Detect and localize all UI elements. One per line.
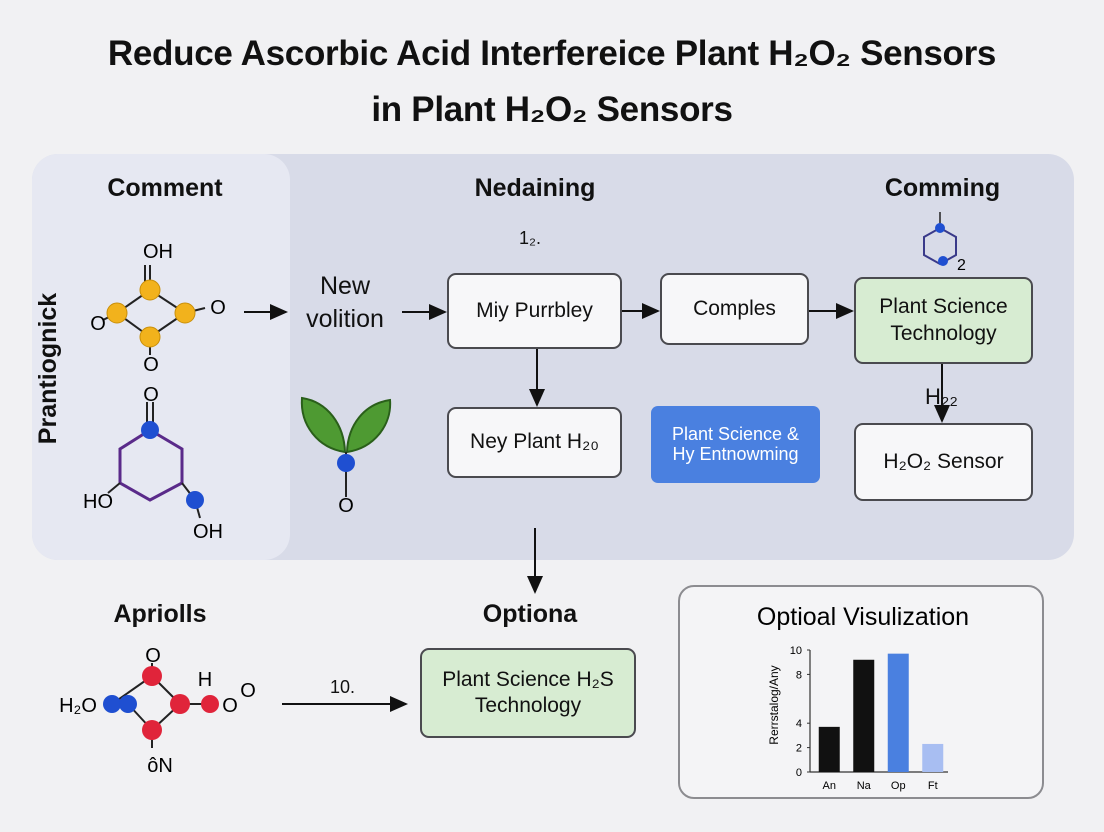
box-ney-plant: Ney Plant H₂₀ xyxy=(447,407,622,478)
box-h2o2-sensor: H₂O₂ Sensor xyxy=(854,423,1033,501)
chart-title: Optioal Visulization xyxy=(757,603,969,631)
chart-xtick-label: Op xyxy=(891,780,906,792)
chart-bar-na xyxy=(853,659,875,772)
box-comples: Comples xyxy=(660,273,809,345)
mol1-label-oh: OH xyxy=(143,241,173,263)
benzene-icon: 2 xyxy=(923,212,966,274)
chart-panel: Optioal Visulization Rerrstalog/Any An Na… xyxy=(678,585,1044,799)
mol3-label-on: ôN xyxy=(147,755,173,777)
benzene-label-2: 2 xyxy=(957,257,966,274)
chart-bar-op xyxy=(887,653,909,772)
mol3-label-h2o: H₂O xyxy=(59,695,97,717)
chart-bar-ft xyxy=(922,743,944,772)
arrow-label-10: 10. xyxy=(330,677,356,697)
chart-xtick-label: An xyxy=(823,780,836,792)
mol2-label-o: O xyxy=(143,384,159,406)
plant-label-o: O xyxy=(338,495,354,517)
box-miy-purrbley: Miy Purrbley xyxy=(447,273,622,349)
page-title-line2: in Plant H₂O₂ Sensors xyxy=(371,90,733,129)
chart-xtick-label: Ft xyxy=(928,780,938,792)
mol3-label-h: H xyxy=(198,669,212,691)
number-label: 1₂. xyxy=(519,228,541,248)
molecule-1: OH O O O xyxy=(90,241,226,376)
chart-ylabel: Rerrstalog/Any xyxy=(767,665,781,744)
heading-comming: Comming xyxy=(884,174,1001,202)
bar-chart: Optioal Visulization Rerrstalog/Any An Na… xyxy=(757,603,969,792)
heading-nedaining: Nedaining xyxy=(474,174,596,202)
mol1-label-o-right: O xyxy=(210,297,226,319)
chart-ytick-label: 4 xyxy=(796,718,802,730)
mol3-label-o-top: O xyxy=(145,645,161,667)
chart-xtick-label: Na xyxy=(857,780,872,792)
box-plant-science-blue: Plant Science & Hy Entnowming xyxy=(651,406,820,483)
mol2-label-oh: OH xyxy=(193,521,223,543)
mol3-label-o-right1: O xyxy=(222,695,238,717)
molecule-3: O H H₂O O O ôN xyxy=(59,645,256,777)
chart-ytick-label: 0 xyxy=(796,767,802,779)
plant-leaves-icon: O xyxy=(300,396,392,517)
chart-ytick-label: 8 xyxy=(796,669,802,681)
left-panel xyxy=(32,154,290,560)
heading-apriolls: Apriolls xyxy=(113,600,207,628)
heading-comment: Comment xyxy=(107,174,223,202)
chart-ytick-label: 2 xyxy=(796,743,802,755)
box-plant-science-technology: Plant Science Technology xyxy=(854,277,1033,364)
page-title-line1: Reduce Ascorbic Acid Interfereice Plant … xyxy=(107,34,997,73)
mol1-label-o-bottom: O xyxy=(143,354,159,376)
chart-ytick-label: 10 xyxy=(790,645,802,657)
molecule-2: O HO OH xyxy=(83,384,223,543)
heading-optiona: Optiona xyxy=(482,600,578,628)
mol3-label-o-right2: O xyxy=(240,680,256,702)
new-volition-text: New volition xyxy=(306,272,384,333)
box-optiona-technology: Plant Science H₂S Technology xyxy=(420,648,636,738)
mol2-label-ho: HO xyxy=(83,491,113,513)
chart-bar-an xyxy=(818,726,840,772)
mol1-label-o-left: O xyxy=(90,313,106,335)
